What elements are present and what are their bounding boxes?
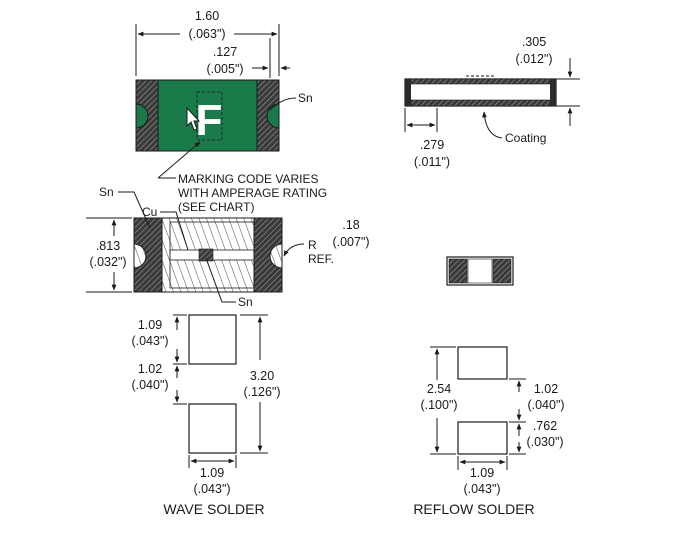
section-view: Sn Cu Sn .813 (.032") R REF. .18 (.007"): [86, 185, 370, 309]
top-gap-in: (.005"): [206, 62, 243, 76]
section-left-cap: [133, 217, 163, 293]
section-ref-label: REF.: [308, 252, 334, 266]
wave-total-in: (.126"): [243, 385, 280, 399]
section-radius-mm: .18: [342, 218, 359, 232]
top-gap-mm: .127: [213, 45, 237, 59]
wave-pad-h-in: (.043"): [131, 334, 168, 348]
side-top-band: [410, 78, 551, 85]
side-thickness-in: (.012"): [515, 52, 552, 66]
section-sn-joint: [198, 248, 214, 262]
wave-gap-in: (.040"): [131, 378, 168, 392]
top-width-in: (.063"): [188, 27, 225, 41]
section-radius-in: (.007"): [332, 235, 369, 249]
wave-pad-w-in: (.043"): [193, 482, 230, 496]
wave-solder-caption: WAVE SOLDER: [163, 501, 264, 517]
reflow-pad-bottom: [457, 421, 508, 455]
wave-pad-bottom: [188, 403, 237, 454]
top-width-mm: 1.60: [195, 9, 219, 23]
reflow-pad-h-in: (.040"): [527, 398, 564, 412]
side-end-mm: .279: [420, 138, 444, 152]
left-end-cap: [135, 79, 159, 152]
small-component: [446, 256, 514, 286]
wave-gap-mm: 1.02: [138, 362, 162, 376]
wave-pad-top: [188, 314, 237, 365]
reflow-pad-h-mm: 1.02: [534, 382, 558, 396]
reflow-gap-in: (.030"): [526, 435, 563, 449]
reflow-pad-top: [457, 346, 508, 380]
top-sn-label: Sn: [298, 91, 313, 105]
reflow-pad-w-in: (.043"): [463, 482, 500, 496]
section-height-in: (.032"): [89, 255, 126, 269]
section-height-mm: .813: [96, 239, 120, 253]
side-right-end: [550, 79, 556, 106]
wave-total-mm: 3.20: [250, 369, 274, 383]
reflow-total-in: (.100"): [420, 398, 457, 412]
side-view: .305 (.012") .279 (.011") Coating: [404, 35, 580, 169]
reflow-gap-mm: .762: [533, 419, 557, 433]
reflow-solder-caption: REFLOW SOLDER: [413, 501, 534, 517]
coating-label: Coating: [505, 131, 546, 145]
wave-pad-w-mm: 1.09: [200, 466, 224, 480]
wave-solder-footprint: 1.09 (.043") 1.02 (.040") 3.20 (.126") 1…: [131, 314, 281, 517]
side-end-in: (.011"): [414, 155, 450, 169]
marking-note-line3: (SEE CHART): [178, 200, 254, 214]
section-radius-prefix: R: [308, 238, 317, 252]
side-bottom-band: [410, 99, 551, 107]
marking-letter: F: [196, 96, 223, 145]
reflow-solder-footprint: 2.54 (.100") 1.02 (.040") .762 (.030") 1…: [413, 346, 565, 517]
wave-pad-h-mm: 1.09: [138, 318, 162, 332]
marking-box: [196, 91, 223, 141]
reflow-pad-w-mm: 1.09: [470, 466, 494, 480]
side-thickness-mm: .305: [522, 35, 546, 49]
section-cu-label: Cu: [142, 205, 157, 219]
cursor-icon: [186, 106, 201, 131]
side-left-end: [405, 79, 411, 106]
section-right-cap: [253, 217, 283, 293]
top-view: 1.60 (.063") .127 (.005") F Sn MARKING C…: [135, 9, 327, 214]
section-sn-bottom-label: Sn: [238, 295, 253, 309]
reflow-total-mm: 2.54: [427, 382, 451, 396]
section-sn-left-label: Sn: [99, 185, 114, 199]
marking-note-line1: MARKING CODE VARIES: [178, 172, 318, 186]
marking-note-line2: WITH AMPERAGE RATING: [178, 186, 327, 200]
